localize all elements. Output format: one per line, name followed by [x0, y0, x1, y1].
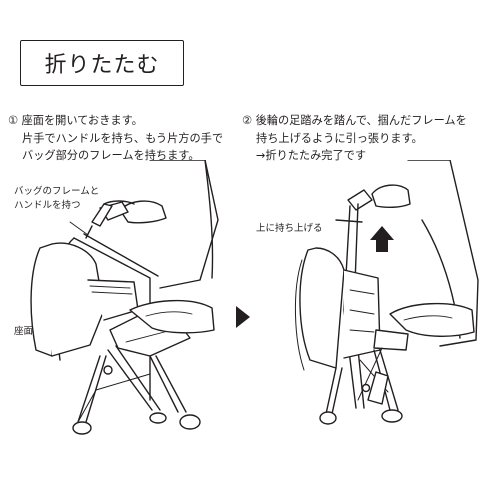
step-2-line-1: ② 後輪の足踏みを踏んで、掴んだフレームを — [242, 114, 467, 127]
callout-bag-frame-line-2: ハンドルを持つ — [14, 200, 81, 211]
step-1-instructions: ① 座面を開いておきます。 片手でハンドルを持ち、もう片方の手で バッグ部分のフ… — [8, 112, 223, 165]
step-1-line-1: ① 座面を開いておきます。 — [8, 114, 143, 127]
callout-bag-frame: バッグのフレームと ハンドルを持つ — [14, 185, 99, 213]
callout-bag-frame-line-1: バッグのフレームと — [14, 186, 100, 197]
arrow-up-icon — [370, 226, 394, 252]
illustration-cart-open — [30, 160, 219, 435]
callout-lift-up: 上に持ち上げる — [256, 223, 323, 234]
illustration-cart-folding — [294, 160, 479, 425]
callout-seat: 座面 — [14, 326, 34, 337]
triangle-right-icon — [236, 306, 250, 328]
step-1-line-2: 片手でハンドルを持ち、もう片方の手で — [22, 131, 224, 145]
step-2-line-3: →折りたたみ完了です — [256, 149, 367, 162]
step-2-line-2: 持ち上げるように引っ張ります。 — [256, 131, 423, 145]
step-1-line-3: バッグ部分のフレームを持ちます。 — [22, 149, 200, 162]
page-title: 折りたたむ — [20, 40, 184, 86]
step-2-instructions: ② 後輪の足踏みを踏んで、掴んだフレームを 持ち上げるように引っ張ります。 →折… — [242, 112, 467, 165]
